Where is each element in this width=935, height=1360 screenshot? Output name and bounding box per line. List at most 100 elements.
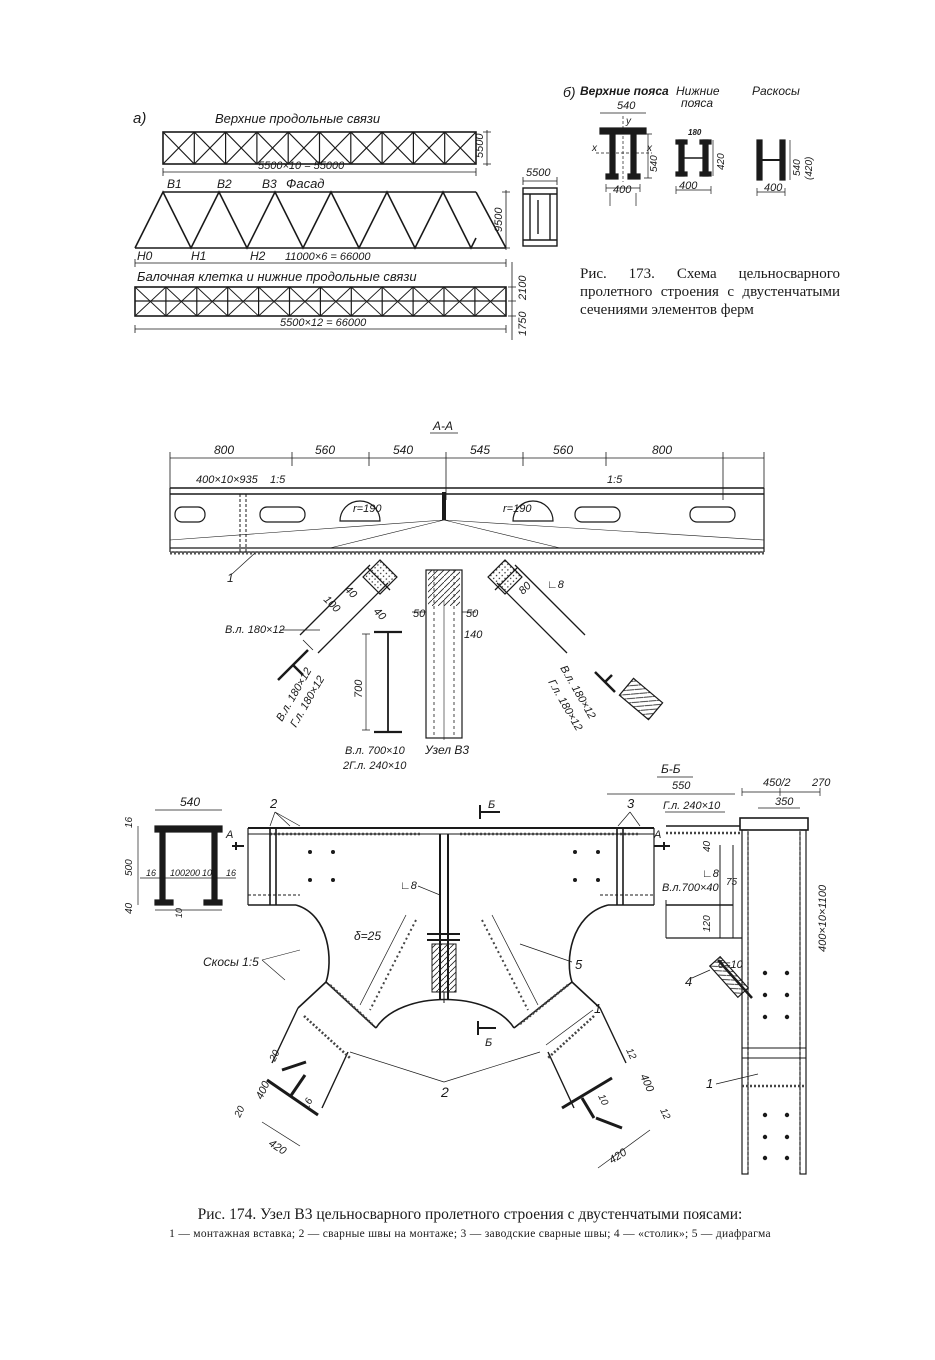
svg-text:120: 120	[702, 915, 713, 932]
svg-text:16: 16	[226, 868, 236, 878]
node-h2: Н2	[250, 249, 266, 263]
callout-2-top: 2	[269, 796, 278, 811]
svg-text:400: 400	[764, 182, 783, 194]
dim-aa-0: 800	[214, 443, 234, 457]
svg-text:400: 400	[613, 184, 632, 196]
svg-text:500: 500	[124, 859, 135, 876]
radius-2: r=190	[503, 503, 532, 515]
svg-text:16: 16	[124, 816, 135, 828]
side-view	[522, 187, 558, 247]
figure-174-caption: Рис. 174. Узел В3 цельносварного пролетн…	[100, 1206, 840, 1240]
svg-text:540: 540	[792, 159, 803, 176]
sec-title-diag: Раскосы	[752, 84, 800, 98]
slope-1: 1:5	[270, 474, 286, 486]
bottom-bracing-title: Балочная клетка и нижние продольные связ…	[137, 269, 417, 284]
svg-text:400: 400	[637, 1072, 656, 1095]
svg-text:∟8: ∟8	[702, 868, 720, 880]
right-diagonal-elev: 12 400 10 12 420	[481, 914, 672, 1169]
svg-text:y: y	[625, 116, 632, 127]
fig173-part-a: а) Верхние продольные связи 5500 5500×10…	[133, 110, 558, 340]
svg-text:50: 50	[413, 608, 426, 620]
svg-text:420: 420	[607, 1146, 630, 1167]
mark-b-top: Б	[488, 799, 495, 811]
center-vertical-aa	[425, 569, 463, 740]
section-bb: Б-Б 550 Г.л. 240×10 450/2 270 350 40 ∟8 …	[607, 762, 831, 1175]
dim-270: 270	[811, 777, 831, 789]
dim-aa-1: 560	[315, 443, 335, 457]
svg-text:180: 180	[688, 128, 702, 137]
top-bracing-title: Верхние продольные связи	[215, 111, 380, 126]
callout-1: 1	[227, 571, 234, 585]
node-h1: Н1	[191, 249, 206, 263]
svg-text:400×10×1100: 400×10×1100	[817, 884, 829, 952]
mark-a-left: А	[225, 829, 233, 841]
svg-text:16: 16	[301, 1096, 316, 1111]
web-note-2: 2Г.л. 240×10	[342, 760, 407, 772]
dim-side-w: 5500	[526, 167, 551, 179]
svg-text:420: 420	[716, 153, 727, 170]
dim-aa-4: 560	[553, 443, 573, 457]
label-b: б)	[563, 84, 576, 100]
svg-text:200: 200	[184, 868, 200, 878]
diagonal-section: 540 (420) 400	[756, 139, 815, 196]
right-diag-t-section: В.л. 180×12 Г.л. 180×12	[545, 664, 664, 733]
callout-1c: 1	[706, 1076, 713, 1091]
figure-173-caption: Рис. 173. Схема цельносварного пролетног…	[580, 266, 840, 318]
svg-text:420: 420	[266, 1137, 289, 1158]
svg-text:∟8: ∟8	[547, 579, 565, 591]
top-chord-section: 540 x x y 540 400	[591, 100, 660, 206]
callout-3: 3	[627, 796, 635, 811]
svg-text:x: x	[646, 143, 653, 154]
facade-truss	[134, 190, 507, 250]
facade-label: Фасад	[286, 176, 324, 191]
svg-text:540: 540	[617, 100, 636, 112]
section-aa: А-А 800 560 540 545 560 800 400×10×935 1…	[169, 419, 765, 772]
section-aa-title: А-А	[432, 419, 453, 433]
svg-text:12: 12	[623, 1047, 638, 1062]
l8-center: ∟8	[400, 880, 418, 892]
left-diagonal-elev: 20 400 20 16 420	[232, 914, 417, 1158]
svg-text:10: 10	[595, 1093, 610, 1108]
section-a-detail: 540 16 500 40 16 100 200 100 16 10	[124, 795, 236, 918]
dim-550: 550	[672, 780, 691, 792]
dim-aa-3: 545	[470, 443, 490, 457]
svg-text:12: 12	[657, 1107, 672, 1122]
dim-350: 350	[775, 796, 794, 808]
callout-1b: 1	[594, 1001, 601, 1016]
vl-180-left: В.л. 180×12	[225, 624, 285, 636]
dim-bottom: 5500×12 = 66000	[280, 317, 367, 329]
callout-2b: 2	[440, 1084, 449, 1100]
web-section: 700 В.л. 700×10 2Г.л. 240×10	[342, 630, 407, 772]
web-note-1: В.л. 700×10	[345, 745, 406, 757]
svg-text:700: 700	[353, 679, 365, 698]
svg-text:400: 400	[679, 180, 698, 192]
left-diag-t-section: В.л. 180×12 Г.л. 180×12	[274, 649, 327, 730]
bottom-chord-section: 180 420 400	[675, 128, 727, 194]
sec-title-top: Верхние пояса	[580, 84, 669, 98]
dim-facade: 11000×6 = 66000	[285, 251, 371, 263]
svg-text:100: 100	[321, 594, 343, 616]
svg-text:10: 10	[174, 908, 184, 918]
skosy: Скосы 1:5	[203, 955, 259, 969]
svg-text:20: 20	[267, 1048, 282, 1064]
dim-450: 450/2	[763, 777, 791, 789]
sec-title-bottom-1: Нижние	[676, 84, 720, 98]
dim-bottom-h2: 1750	[517, 311, 529, 336]
mark-b-bottom: Б	[485, 1037, 492, 1049]
svg-text:40: 40	[342, 584, 360, 602]
node-b1: В1	[167, 177, 182, 191]
slope-2: 1:5	[607, 474, 623, 486]
svg-text:75: 75	[726, 877, 738, 888]
svg-text:В.л.700×40: В.л.700×40	[662, 882, 720, 894]
svg-text:40: 40	[124, 902, 135, 914]
radius-1: r=190	[353, 503, 382, 515]
callout-4: 4	[685, 974, 692, 989]
node-b3-label: Узел В3	[424, 743, 469, 757]
figure-174-caption-title: Рис. 174. Узел В3 цельносварного пролетн…	[197, 1206, 743, 1223]
node-b2: В2	[217, 177, 232, 191]
sec-title-bottom-2: пояса	[681, 96, 713, 110]
dim-aa-2: 540	[393, 443, 413, 457]
node-h0: Н0	[137, 249, 153, 263]
figure-174-caption-legend: 1 — монтажная вставка; 2 — сварные швы н…	[169, 1228, 771, 1240]
dim-aa-5: 800	[652, 443, 672, 457]
